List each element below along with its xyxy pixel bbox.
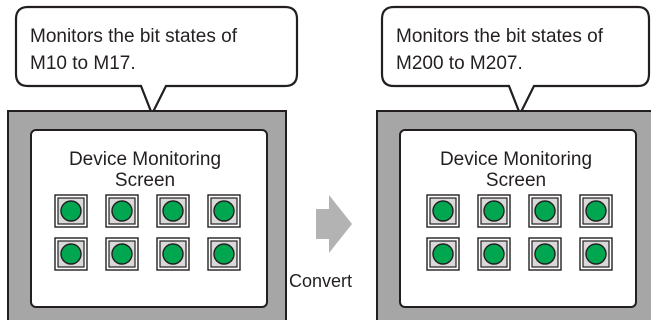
right-lamp — [528, 194, 562, 228]
right-lamp-indicator — [483, 243, 505, 265]
left-lamp — [54, 194, 88, 228]
right-callout-line1: Monitors the bit states of — [396, 26, 604, 47]
left-lamp — [156, 194, 190, 228]
left-lamp-indicator — [60, 200, 82, 222]
left-lamp-indicator — [111, 243, 133, 265]
right-screen-title-line2: Screen — [486, 170, 546, 191]
left-group: Monitors the bit states of M10 to M17. D… — [7, 5, 299, 320]
left-lamp-indicator — [162, 200, 184, 222]
right-lamp — [477, 237, 511, 271]
left-screen-title-line2: Screen — [115, 170, 175, 191]
right-lamp — [426, 194, 460, 228]
convert-arrow-icon — [316, 195, 352, 253]
left-lamp-indicator — [213, 200, 235, 222]
right-lamp — [477, 194, 511, 228]
right-lamp-grid — [426, 194, 613, 271]
left-lamp — [105, 194, 139, 228]
right-lamp-indicator — [432, 243, 454, 265]
right-group: Monitors the bit states of M200 to M207.… — [376, 5, 651, 320]
left-lamp-indicator — [111, 200, 133, 222]
right-lamp-indicator — [585, 200, 607, 222]
left-lamp — [207, 194, 241, 228]
right-lamp — [528, 237, 562, 271]
right-callout-line2: M200 to M207. — [396, 53, 523, 74]
left-lamp-grid — [54, 194, 241, 271]
left-lamp — [207, 237, 241, 271]
right-lamp-indicator — [585, 243, 607, 265]
left-lamp-indicator — [162, 243, 184, 265]
left-lamp — [156, 237, 190, 271]
right-lamp-indicator — [534, 200, 556, 222]
left-callout-line2: M10 to M17. — [30, 53, 136, 74]
right-lamp-indicator — [483, 200, 505, 222]
left-callout-bubble — [14, 5, 299, 117]
left-screen-title-line1: Device Monitoring — [69, 149, 221, 170]
convert-arrow-group: Convert — [289, 195, 352, 291]
right-screen-title-line1: Device Monitoring — [440, 149, 592, 170]
right-lamp — [579, 237, 613, 271]
left-lamp — [105, 237, 139, 271]
right-lamp-indicator — [432, 200, 454, 222]
left-callout-line1: Monitors the bit states of — [30, 26, 238, 47]
convert-label: Convert — [289, 271, 352, 291]
right-lamp-indicator — [534, 243, 556, 265]
right-callout-bubble — [380, 5, 651, 117]
left-lamp — [54, 237, 88, 271]
right-lamp — [579, 194, 613, 228]
left-lamp-indicator — [213, 243, 235, 265]
right-lamp — [426, 237, 460, 271]
left-lamp-indicator — [60, 243, 82, 265]
